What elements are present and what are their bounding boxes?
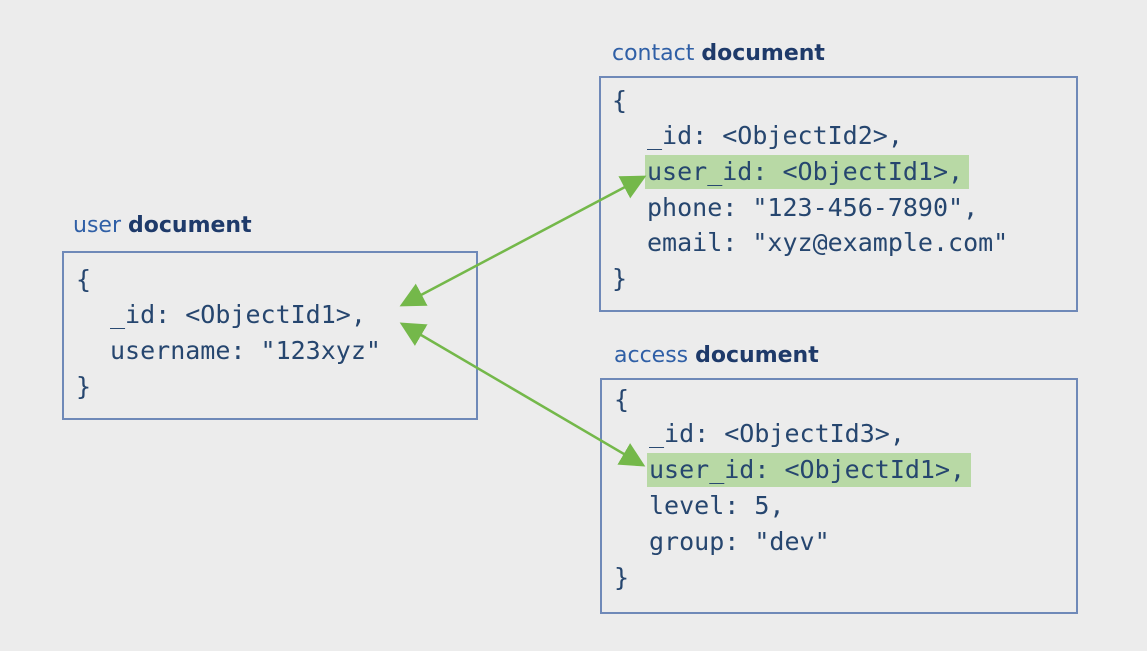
contact-doc-id-field: _id: <ObjectId2>,: [647, 121, 903, 150]
contact-document-title-kind: contact: [612, 41, 695, 66]
access-doc-user-id-field: user_id: <ObjectId1>,: [647, 453, 972, 487]
contact-doc-email-field: email: "xyz@example.com": [647, 228, 1009, 257]
access-doc-group-field: group: "dev": [649, 527, 830, 556]
user-document-title: user document: [73, 213, 252, 239]
contact-doc-user-id-field: user_id: <ObjectId1>,: [645, 155, 970, 189]
user-document-title-word: document: [128, 213, 252, 238]
access-doc-level-field: level: 5,: [649, 491, 785, 520]
user-doc-open-brace: {: [76, 265, 92, 294]
access-reference-arrow: [399, 322, 646, 467]
contact-doc-open-brace: {: [612, 86, 628, 115]
contact-reference-arrow: [399, 175, 647, 307]
user-doc-id-field: _id: <ObjectId1>,: [110, 300, 366, 329]
contact-document-title: contact document: [612, 41, 825, 67]
user-doc-username-field: username: "123xyz": [110, 336, 381, 365]
contact-doc-phone-field: phone: "123-456-7890",: [647, 193, 979, 222]
access-document-title-word: document: [695, 343, 819, 368]
user-document-title-kind: user: [73, 213, 121, 238]
access-document-box: [600, 378, 1078, 614]
access-doc-id-field: _id: <ObjectId3>,: [649, 419, 905, 448]
contact-document-title-word: document: [701, 41, 825, 66]
user-doc-close-brace: }: [76, 372, 92, 401]
access-doc-close-brace: }: [614, 563, 630, 592]
